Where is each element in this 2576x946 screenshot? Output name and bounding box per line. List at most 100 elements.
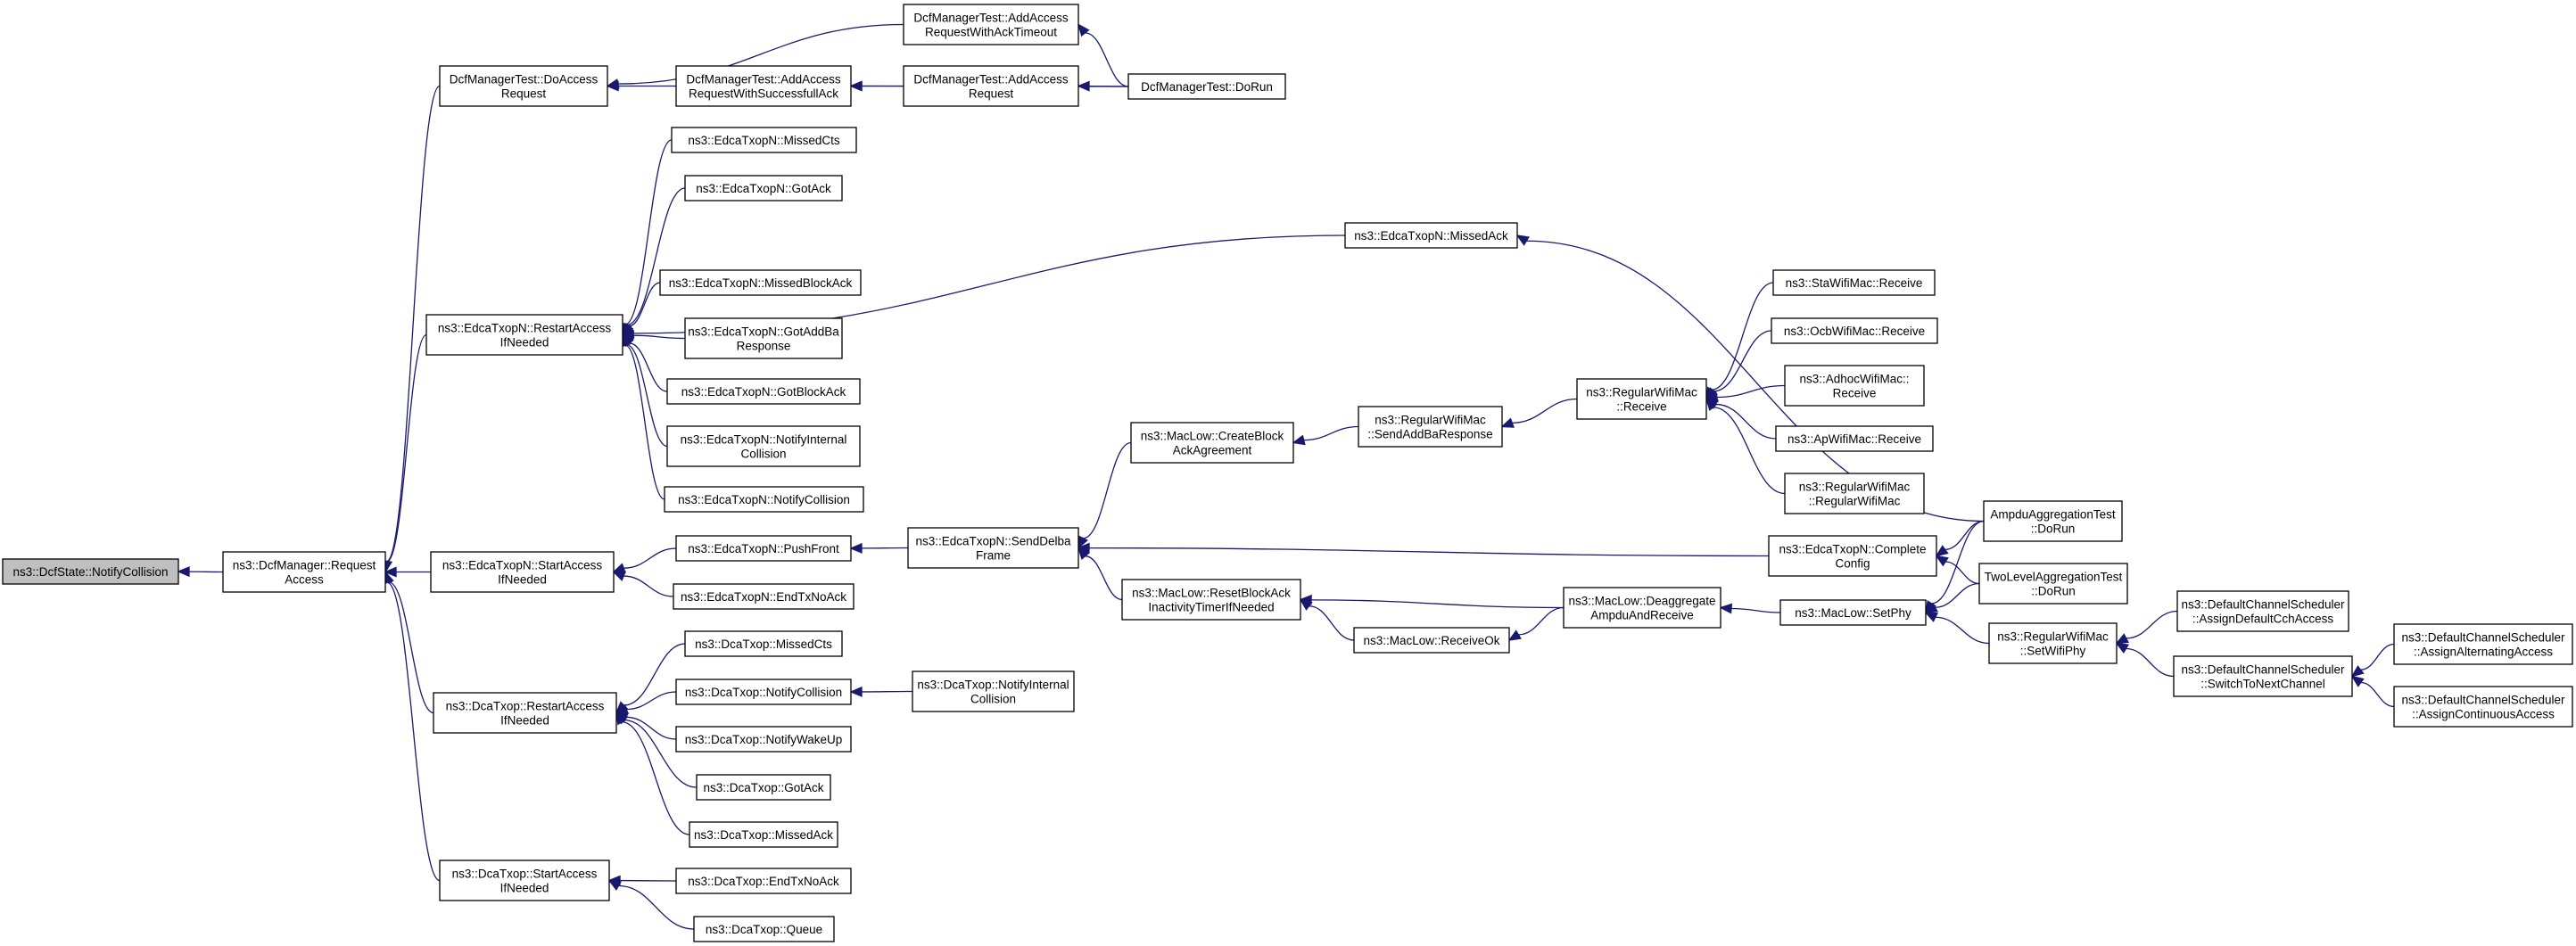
arrowhead-icon [615, 712, 627, 726]
node-edca-endtxnoack[interactable]: ns3::EdcaTxopN::EndTxNoAck [673, 583, 855, 610]
node-label: ns3::EdcaTxopN::NotifyCollision [678, 493, 850, 506]
node-rwm-setwifiphy[interactable]: ns3::RegularWifiMac::SetWifiPhy [1988, 622, 2118, 664]
arrowhead-icon [612, 563, 626, 573]
node-box [2176, 590, 2349, 632]
arrowhead-icon [607, 879, 622, 891]
arrowhead-icon [1507, 629, 1522, 641]
node-dca-notifywakeup[interactable]: ns3::DcaTxop::NotifyWakeUp [675, 726, 852, 753]
node-dmt-dorun[interactable]: DcfManagerTest::DoRun [1127, 73, 1286, 100]
edge-line [386, 581, 441, 882]
edge-dca_notifyinternal-to-dca_notifycoll [849, 686, 913, 697]
edge-line [1945, 561, 1980, 585]
node-dca-queue[interactable]: ns3::DcaTxop::Queue [693, 916, 835, 942]
node-edca-notifycoll[interactable]: ns3::EdcaTxopN::NotifyCollision [664, 486, 864, 513]
edge-edca_missedblockack-to-edca_restart [622, 282, 661, 336]
node-dca-missedcts[interactable]: ns3::DcaTxop::MissedCts [684, 630, 843, 657]
node-maclow-reset[interactable]: ns3::MacLow::ResetBlockAckInactivityTime… [1121, 579, 1301, 621]
node-root[interactable]: ns3::DcfState::NotifyCollision [2, 558, 179, 585]
node-label: ns3::DcaTxop::NotifyWakeUp [685, 733, 843, 746]
arrowhead-icon [849, 542, 863, 554]
edge-line [2360, 643, 2395, 670]
node-rwm-ctor[interactable]: ns3::RegularWifiMac::RegularWifiMac [1784, 473, 1925, 514]
node-label: ns3::MacLow::SetPhy [1795, 606, 1911, 620]
node-label: ns3::EdcaTxopN::StartAccess [442, 559, 603, 572]
edge-line [623, 547, 677, 569]
node-dcs-assigndefault[interactable]: ns3::DefaultChannelScheduler::AssignDefa… [2176, 590, 2349, 632]
node-rwm-receive[interactable]: ns3::RegularWifiMac::Receive [1576, 378, 1707, 420]
node-edca-missedcts[interactable]: ns3::EdcaTxopN::MissedCts [671, 127, 857, 153]
node-dcs-switch[interactable]: ns3::DefaultChannelScheduler::SwitchToNe… [2173, 655, 2353, 697]
edge-edca_gotack-to-edca_restart [622, 187, 686, 337]
edge-dmt_dorun-to-dmt_addtimeout [1077, 23, 1129, 87]
arrowhead-icon [612, 571, 626, 581]
node-rwm-sendaddba[interactable]: ns3::RegularWifiMac::SendAddBaResponse [1358, 406, 1503, 448]
edge-line [1716, 384, 1786, 399]
node-ocb-receive[interactable]: ns3::OcbWifiMac::Receive [1771, 317, 1938, 344]
edge-line [1931, 520, 1985, 605]
edge-maclow_createblock-to-edca_senddelba [1077, 441, 1132, 550]
node-edca-pushfront[interactable]: ns3::EdcaTxopN::PushFront [675, 535, 852, 562]
edge-line [385, 85, 441, 563]
node-dmt-addtimeout[interactable]: DcfManagerTest::AddAccessRequestWithAckT… [903, 4, 1079, 45]
edge-dca_missedack-to-dca_restart [615, 712, 690, 835]
arrowhead-icon [1924, 612, 1938, 622]
node-label: Request [969, 87, 1014, 101]
node-adhoc-receive[interactable]: ns3::AdhocWifiMac::Receive [1784, 365, 1925, 407]
edge-line [1512, 398, 1578, 424]
node-box [675, 679, 852, 705]
edge-maclow_deagg-to-maclow_receiveok [1507, 606, 1565, 641]
node-maclow-setphy[interactable]: ns3::MacLow::SetPhy [1779, 599, 1927, 626]
node-label: IfNeeded [500, 882, 549, 895]
node-label: ns3::EdcaTxopN::MissedCts [688, 134, 840, 147]
edge-dmt_addsucc-to-dmt_doaccess [606, 80, 676, 92]
node-box [1775, 425, 1934, 452]
node-label: ns3::EdcaTxopN::Complete [1779, 543, 1926, 556]
edge-line [1730, 607, 1781, 613]
node-dca-endtxnoack[interactable]: ns3::DcaTxop::EndTxNoAck [675, 868, 852, 894]
node-ampdu-dorun[interactable]: AmpduAggregationTest::DoRun [1983, 500, 2123, 542]
node-ap-receive[interactable]: ns3::ApWifiMac::Receive [1775, 425, 1934, 452]
arrowhead-icon [2350, 665, 2365, 678]
node-maclow-receiveok[interactable]: ns3::MacLow::ReceiveOk [1353, 627, 1510, 654]
node-edca-missedblockack[interactable]: ns3::EdcaTxopN::MissedBlockAck [659, 269, 862, 296]
edge-line [1083, 441, 1132, 539]
node-twolevel-dorun[interactable]: TwoLevelAggregationTest::DoRun [1978, 563, 2128, 605]
node-dmt-addsucc[interactable]: DcfManagerTest::AddAccessRequestWithSucc… [675, 65, 852, 107]
edge-maclow_receiveok-to-maclow_reset [1299, 598, 1355, 641]
node-box [1563, 587, 1721, 629]
node-sta-receive[interactable]: ns3::StaWifiMac::Receive [1772, 269, 1936, 296]
node-box [1983, 500, 2123, 542]
node-box [1779, 599, 1927, 626]
node-label: ns3::RegularWifiMac [1997, 630, 2109, 644]
node-edca-gotack[interactable]: ns3::EdcaTxopN::GotAck [684, 175, 843, 202]
node-label: ns3::DcaTxop::Queue [706, 923, 822, 936]
node-label: DcfManagerTest::AddAccess [686, 73, 841, 86]
node-box [666, 378, 861, 405]
edge-line [386, 333, 427, 563]
node-dcs-assigncont[interactable]: ns3::DefaultChannelScheduler::AssignCont… [2393, 686, 2573, 728]
node-dca-missedack[interactable]: ns3::DcaTxop::MissedAck [689, 821, 838, 848]
edge-line [626, 187, 686, 326]
node-dca-notifycoll[interactable]: ns3::DcaTxop::NotifyCollision [675, 679, 852, 705]
edge-rwm_receive-to-rwm_sendaddba [1500, 398, 1578, 428]
node-dcs-assignalt[interactable]: ns3::DefaultChannelScheduler::AssignAlte… [2393, 623, 2573, 665]
node-edca-gotblockack[interactable]: ns3::EdcaTxopN::GotBlockAck [666, 378, 861, 405]
edge-dcfmgr_req-to-root [177, 566, 224, 578]
node-dca-gotack[interactable]: ns3::DcaTxop::GotAck [696, 774, 831, 801]
node-edca-missedack[interactable]: ns3::EdcaTxopN::MissedAck [1344, 222, 1518, 249]
